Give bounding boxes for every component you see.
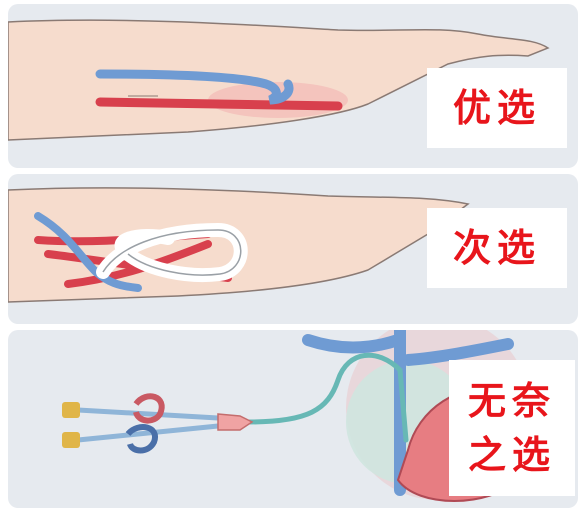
label-last-resort-line2: 之选 (468, 428, 556, 482)
label-secondary-text: 次选 (453, 221, 541, 275)
luer-connector-bottom (62, 432, 80, 448)
label-preferred-text: 优选 (453, 81, 541, 135)
panel-last-resort-catheter: 无奈 之选 (8, 330, 578, 508)
clamp-blue (128, 427, 155, 450)
label-last-resort: 无奈 之选 (449, 360, 575, 496)
label-last-resort-line1: 无奈 (468, 374, 556, 428)
panel-preferred-av-fistula: 优选 (8, 4, 578, 168)
artery-vessel (100, 102, 338, 106)
clamp-red (136, 396, 162, 420)
luer-connector-top (62, 402, 80, 418)
label-preferred: 优选 (427, 68, 567, 148)
catheter-hub (218, 414, 252, 430)
label-secondary: 次选 (427, 208, 567, 288)
panel-secondary-av-graft: 次选 (8, 174, 578, 324)
